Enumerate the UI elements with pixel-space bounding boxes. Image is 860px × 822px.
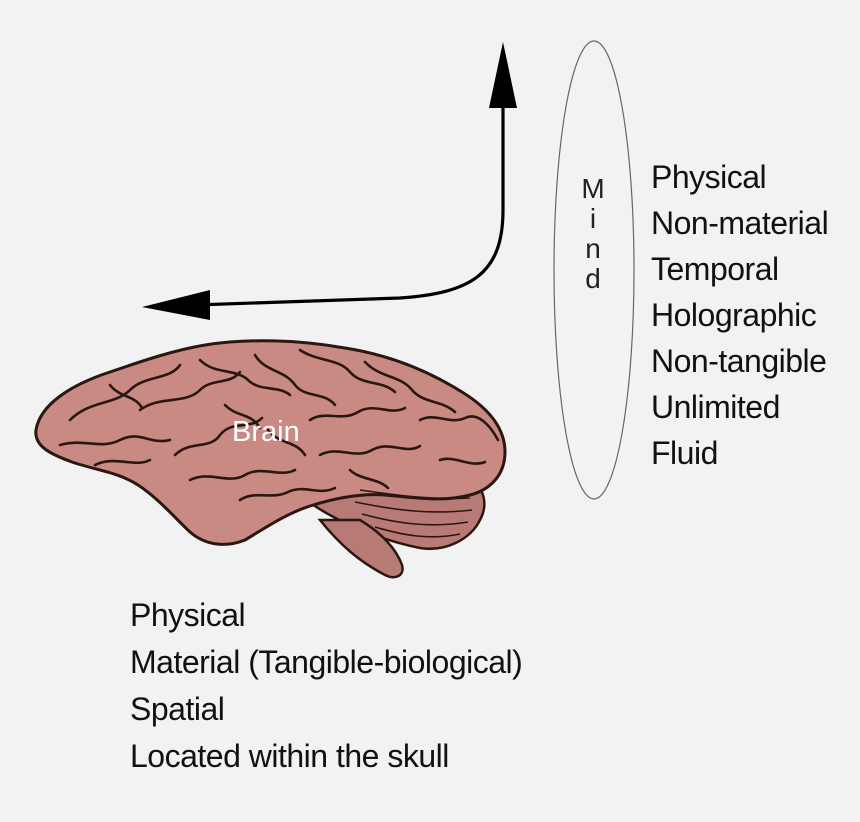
arrowhead-left: [142, 290, 210, 320]
brain-illustration: [34, 339, 507, 579]
brain-sulci: [58, 348, 500, 502]
mind-attribute: Unlimited: [651, 389, 780, 425]
brain-label: Brain: [232, 416, 300, 448]
brain-attribute: Located within the skull: [130, 738, 449, 774]
mind-letter: M: [581, 173, 605, 204]
mind-letter: d: [585, 263, 601, 294]
mind-attribute: Non-material: [651, 205, 829, 241]
cerebellum-folia: [354, 489, 473, 538]
elbow-arrow: [142, 42, 517, 320]
mind-letter: i: [589, 203, 597, 234]
brain-attributes-list: Physical Material (Tangible-biological) …: [130, 592, 523, 780]
mind-attributes-list: Physical Non-material Temporal Holograph…: [651, 154, 829, 476]
mind-attribute: Non-tangible: [651, 343, 827, 379]
brain-attribute: Spatial: [130, 691, 225, 727]
mind-ellipse: [553, 40, 635, 500]
mind-attribute: Temporal: [651, 251, 779, 287]
brain-stem: [317, 518, 404, 579]
brain-attribute: Material (Tangible-biological): [130, 644, 523, 680]
mind-attribute: Holographic: [651, 297, 817, 333]
mind-attribute: Fluid: [651, 435, 718, 471]
arrowhead-up: [489, 42, 517, 108]
mind-attribute: Physical: [651, 159, 767, 195]
mind-letter: n: [585, 233, 601, 264]
brain-attribute: Physical: [130, 597, 246, 633]
mind-vertical-label: M i n d: [572, 174, 614, 294]
